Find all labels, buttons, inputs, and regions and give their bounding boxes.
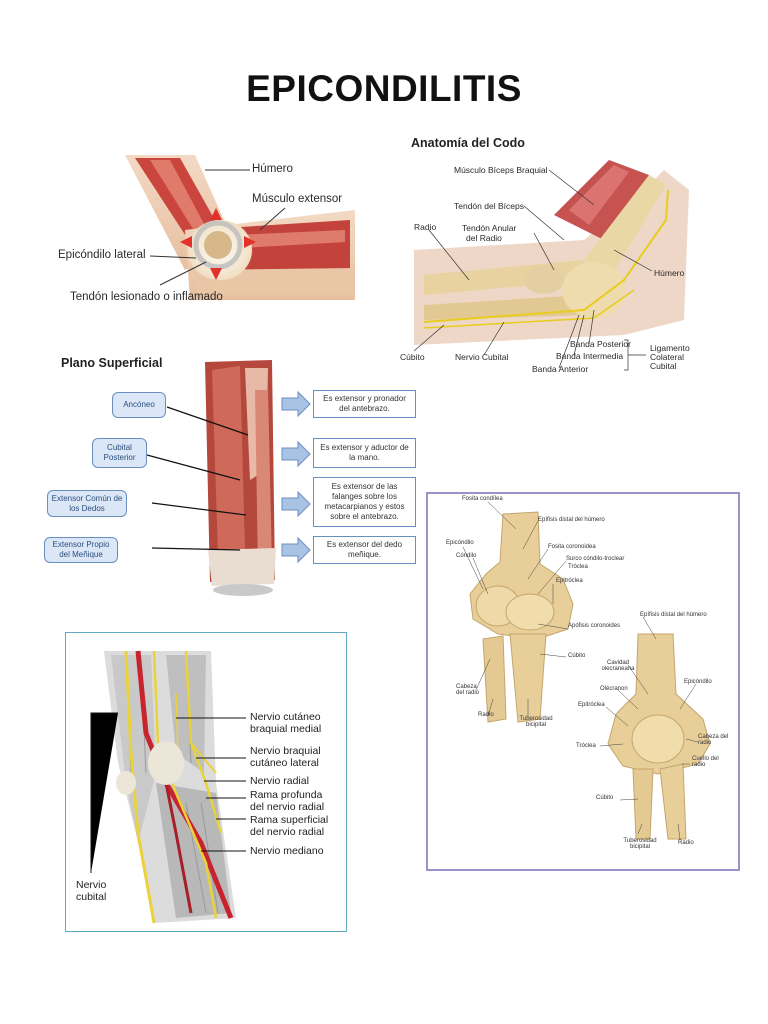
- label-ligament-2: Colateral: [650, 352, 685, 362]
- label-fosita-coronoidea: Fosita coronoidea: [548, 544, 596, 550]
- label-troclea-2: Tróclea: [576, 743, 596, 749]
- label-epicondilo-1: Epicóndilo: [446, 540, 474, 546]
- elbow-anatomy-illustration: [413, 160, 689, 371]
- label-ulnar-nerve: Nervio Cubital: [455, 352, 509, 362]
- label-radio-2: Radio: [678, 840, 694, 846]
- label-ligament-3: Cubital: [650, 361, 677, 371]
- superficial-heading: Plano Superficial: [61, 356, 163, 370]
- forearm-muscles-illustration: [146, 360, 311, 596]
- label-braquial-2: cutáneo lateral: [250, 757, 319, 769]
- label-cabeza-radio-2: Cabeza del radio: [698, 734, 729, 746]
- label-epitroclea-2: Epitróclea: [578, 702, 605, 708]
- label-profunda-1: Rama profunda: [250, 789, 323, 801]
- elbow-injury-figure: Húmero Músculo extensor Epicóndilo later…: [20, 150, 360, 320]
- elbow-injury-illustration: [125, 155, 355, 300]
- label-annular-1: Tendón Anular: [462, 223, 517, 233]
- label-cuello: Cuello del radio: [692, 756, 719, 768]
- elbow-bones-figure: Fosita condílea Epífisis distal del húme…: [426, 492, 740, 871]
- label-posterior-band: Banda Posterior: [570, 339, 631, 349]
- label-radio-1: Radio: [478, 712, 494, 718]
- label-ligament-1: Ligamento: [650, 343, 690, 353]
- label-cavidad: Cavidad olecraneana: [601, 660, 635, 672]
- label-cubital-2: cubital: [76, 891, 107, 903]
- label-extensor-muscle: Músculo extensor: [252, 193, 343, 205]
- label-cutaneo-2: braquial medial: [250, 723, 322, 735]
- elbow-anatomy-figure: Anatomía del Codo Músculo Bíceps Braquia…: [384, 130, 754, 380]
- muscle-extensor-comun-box: Extensor Común de los Dedos: [47, 490, 127, 517]
- label-cubito-2: Cúbito: [596, 795, 614, 801]
- desc-extensor-comun: Es extensor de las falanges sobre los me…: [313, 477, 416, 527]
- label-profunda-2: del nervio radial: [250, 801, 325, 813]
- label-epifisis-distal-2: Epífisis distal del húmero: [640, 612, 707, 618]
- arm-nerves-illustration: [90, 650, 246, 924]
- label-cabeza-radio-1: Cabeza del radio: [456, 684, 480, 696]
- muscle-cubital-posterior-box: Cubital Posterior: [92, 438, 147, 468]
- label-tuberosidad-1: Tuberosidad bicipital: [519, 716, 553, 728]
- label-injured-tendon: Tendón lesionado o inflamado: [70, 291, 223, 303]
- label-mediano: Nervio mediano: [250, 845, 324, 857]
- label-lateral-epicondyle: Epicóndilo lateral: [58, 249, 146, 261]
- label-epicondilo-2: Epicóndilo: [684, 679, 712, 685]
- label-troclea-1: Tróclea: [568, 564, 588, 570]
- label-olecranon: Olécranon: [600, 686, 628, 692]
- muscle-anconeus-box: Ancóneo: [112, 392, 166, 418]
- label-apofisis: Apófisis coronoides: [568, 623, 621, 629]
- label-radial: Nervio radial: [250, 775, 309, 787]
- label-cubito-1: Cúbito: [568, 653, 586, 659]
- superficial-plane-figure: Plano Superficial Ancóneo Cubital Poster…: [40, 350, 425, 600]
- label-cubito: Cúbito: [400, 352, 425, 362]
- label-epifisis-distal-1: Epífisis distal del húmero: [538, 517, 605, 523]
- desc-cubital-posterior: Es extensor y aductor de la mano.: [313, 438, 416, 468]
- desc-anconeus: Es extensor y pronador del antebrazo.: [313, 390, 416, 418]
- arm-nerves-figure: Nervio cutáneo braquial medial Nervio br…: [65, 632, 347, 932]
- label-anterior-band: Banda Anterior: [532, 364, 589, 374]
- page-title: EPICONDILITIS: [246, 68, 522, 109]
- label-annular-2: del Radio: [466, 233, 502, 243]
- label-humerus: Húmero: [252, 163, 293, 175]
- label-superficial-1: Rama superficial: [250, 814, 329, 826]
- label-fosita-condilea: Fosita condílea: [462, 496, 503, 502]
- label-radio: Radio: [414, 222, 437, 232]
- label-tuberosidad-2: Tuberosidad bicipital: [623, 838, 657, 850]
- label-superficial-2: del nervio radial: [250, 826, 325, 838]
- elbow-bones-illustration: [462, 501, 711, 840]
- label-biceps-tendon: Tendón del Bíceps: [454, 201, 524, 211]
- label-cubital-1: Nervio: [76, 879, 107, 891]
- label-humero: Húmero: [654, 268, 685, 278]
- label-braquial-1: Nervio braquial: [250, 745, 321, 757]
- muscle-extensor-menique-box: Extensor Propio del Meñique: [44, 537, 118, 563]
- label-condilo: Cóndilo: [456, 553, 477, 559]
- anatomy-heading: Anatomía del Codo: [411, 136, 525, 150]
- label-intermediate-band: Banda Intermedia: [556, 351, 624, 361]
- label-cutaneo-1: Nervio cutáneo: [250, 711, 321, 723]
- label-biceps: Músculo Bíceps Braquial: [454, 165, 548, 175]
- label-epitroclea-1: Epitróclea: [556, 578, 583, 584]
- label-surco: Surco cóndilo-troclear: [566, 556, 625, 562]
- desc-extensor-menique: Es extensor del dedo meñique.: [313, 536, 416, 564]
